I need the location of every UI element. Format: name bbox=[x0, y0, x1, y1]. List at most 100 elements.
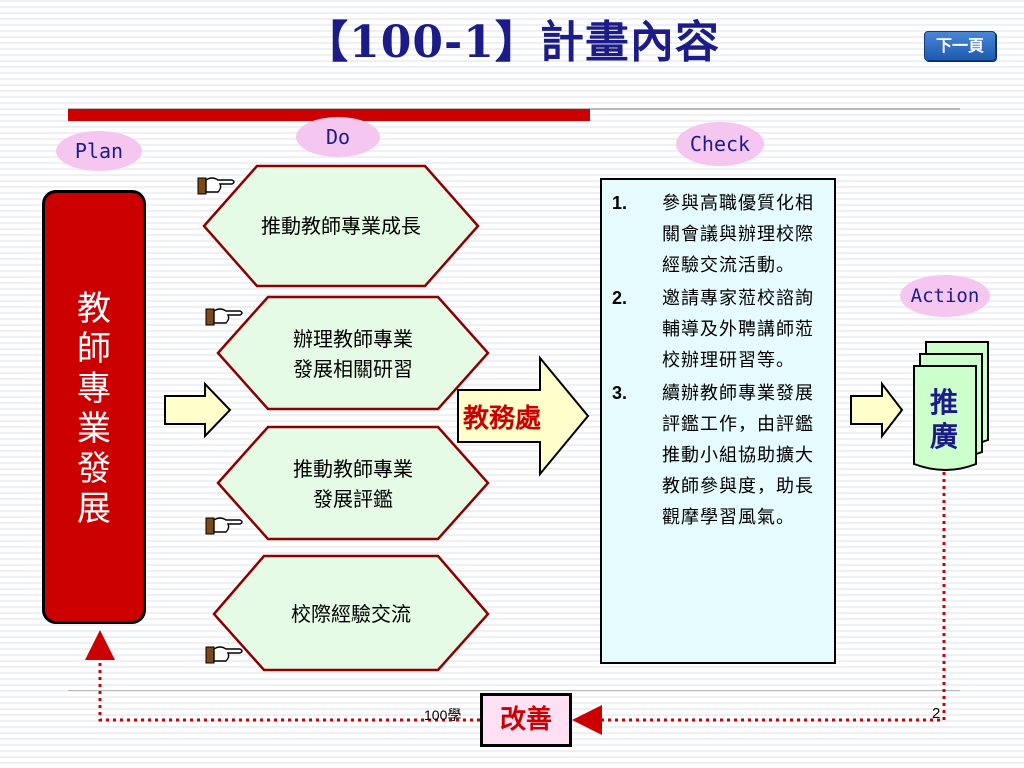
background-stripe bbox=[0, 540, 1024, 542]
background-stripe bbox=[0, 510, 1024, 512]
background-stripe bbox=[0, 282, 1024, 284]
do-item-label: 推動教師專業成長 bbox=[214, 211, 468, 241]
background-stripe bbox=[0, 186, 1024, 188]
plan-to-do-arrow bbox=[164, 381, 232, 439]
background-stripe bbox=[0, 96, 1024, 98]
background-stripe bbox=[0, 78, 1024, 80]
do-item-label: 校際經驗交流 bbox=[224, 599, 478, 629]
background-stripe bbox=[0, 570, 1024, 572]
pointing-hand-icon bbox=[205, 646, 243, 664]
background-stripe bbox=[0, 324, 1024, 326]
background-stripe bbox=[0, 552, 1024, 554]
background-stripe bbox=[0, 300, 1024, 302]
background-stripe bbox=[0, 210, 1024, 212]
background-stripe bbox=[0, 678, 1024, 680]
background-stripe bbox=[0, 54, 1024, 56]
do-item-line: 辦理教師專業 bbox=[293, 327, 413, 351]
background-stripe bbox=[0, 480, 1024, 482]
check-item: 3. 續辦教師專業發展評鑑工作，由評鑑推動小組協助擴大教師參與度，助長觀摩學習風… bbox=[612, 378, 822, 533]
do-oval: Do bbox=[296, 117, 380, 157]
background-stripe bbox=[0, 312, 1024, 314]
action-document-stack bbox=[913, 341, 989, 471]
background-stripe bbox=[0, 246, 1024, 248]
background-stripe bbox=[0, 66, 1024, 68]
background-stripe bbox=[0, 60, 1024, 62]
plan-char: 業 bbox=[77, 409, 111, 449]
check-box: 1. 參與高職優質化相關會議與辦理校際經驗交流活動。 2. 邀請專家蒞校諮詢輔導… bbox=[600, 178, 836, 664]
background-stripe bbox=[0, 264, 1024, 266]
background-stripe bbox=[0, 276, 1024, 278]
background-stripe bbox=[0, 546, 1024, 548]
check-item: 1. 參與高職優質化相關會議與辦理校際經驗交流活動。 bbox=[612, 188, 822, 281]
background-stripe bbox=[0, 126, 1024, 128]
background-stripe bbox=[0, 528, 1024, 530]
background-stripe bbox=[0, 642, 1024, 644]
pointing-hand-icon bbox=[205, 517, 243, 535]
footer-divider bbox=[68, 690, 960, 691]
background-stripe bbox=[0, 270, 1024, 272]
plan-char: 專 bbox=[77, 369, 111, 409]
background-stripe bbox=[0, 132, 1024, 134]
background-stripe bbox=[0, 360, 1024, 362]
feedback-loop-line bbox=[85, 630, 480, 722]
background-stripe bbox=[0, 648, 1024, 650]
background-stripe bbox=[0, 174, 1024, 176]
background-stripe bbox=[0, 378, 1024, 380]
background-stripe bbox=[0, 252, 1024, 254]
background-stripe bbox=[0, 330, 1024, 332]
background-stripe bbox=[0, 348, 1024, 350]
background-stripe bbox=[0, 618, 1024, 620]
do-hexagon-4 bbox=[212, 554, 490, 672]
background-stripe bbox=[0, 42, 1024, 44]
background-stripe bbox=[0, 336, 1024, 338]
background-stripe bbox=[0, 144, 1024, 146]
background-stripe bbox=[0, 162, 1024, 164]
background-stripe bbox=[0, 24, 1024, 26]
background-stripe bbox=[0, 756, 1024, 758]
background-stripe bbox=[0, 504, 1024, 506]
check-to-action-arrow bbox=[850, 381, 904, 439]
plan-char: 發 bbox=[77, 449, 111, 489]
background-stripe bbox=[0, 288, 1024, 290]
background-stripe bbox=[0, 444, 1024, 446]
background-stripe bbox=[0, 624, 1024, 626]
background-stripe bbox=[0, 516, 1024, 518]
background-stripe bbox=[0, 456, 1024, 458]
background-stripe bbox=[0, 84, 1024, 86]
background-stripe bbox=[0, 372, 1024, 374]
footer-text: 100學 bbox=[424, 707, 462, 723]
background-stripe bbox=[0, 318, 1024, 320]
do-item-label: 推動教師專業 發展評鑑 bbox=[228, 454, 478, 514]
pointing-hand-icon bbox=[205, 308, 243, 326]
check-item-number: 1. bbox=[612, 193, 628, 213]
background-stripe bbox=[0, 564, 1024, 566]
background-stripe bbox=[0, 594, 1024, 596]
do-item-line: 校際經驗交流 bbox=[291, 602, 411, 626]
improve-box: 改善 bbox=[480, 693, 572, 747]
background-stripe bbox=[0, 534, 1024, 536]
next-page-button[interactable]: 下一頁 bbox=[924, 31, 996, 61]
background-stripe bbox=[0, 294, 1024, 296]
background-stripe bbox=[0, 234, 1024, 236]
do-item-line: 發展相關研習 bbox=[293, 357, 413, 381]
background-stripe bbox=[0, 522, 1024, 524]
background-stripe bbox=[0, 672, 1024, 674]
do-item-label: 辦理教師專業 發展相關研習 bbox=[228, 324, 478, 384]
do-hexagon-1 bbox=[202, 164, 480, 288]
do-item-line: 發展評鑑 bbox=[313, 487, 393, 511]
background-stripe bbox=[0, 36, 1024, 38]
page-title: 【100-1】計畫內容 bbox=[304, 17, 720, 68]
background-stripe bbox=[0, 180, 1024, 182]
background-stripe bbox=[0, 486, 1024, 488]
do-item-line: 推動教師專業 bbox=[293, 457, 413, 481]
page-number: 2 bbox=[932, 705, 941, 722]
background-stripe bbox=[0, 474, 1024, 476]
background-stripe bbox=[0, 366, 1024, 368]
background-stripe bbox=[0, 198, 1024, 200]
check-item-number: 2. bbox=[612, 288, 628, 308]
plan-oval: Plan bbox=[56, 131, 142, 171]
background-stripe bbox=[0, 468, 1024, 470]
background-stripe bbox=[0, 240, 1024, 242]
background-stripe bbox=[0, 18, 1024, 20]
background-stripe bbox=[0, 168, 1024, 170]
